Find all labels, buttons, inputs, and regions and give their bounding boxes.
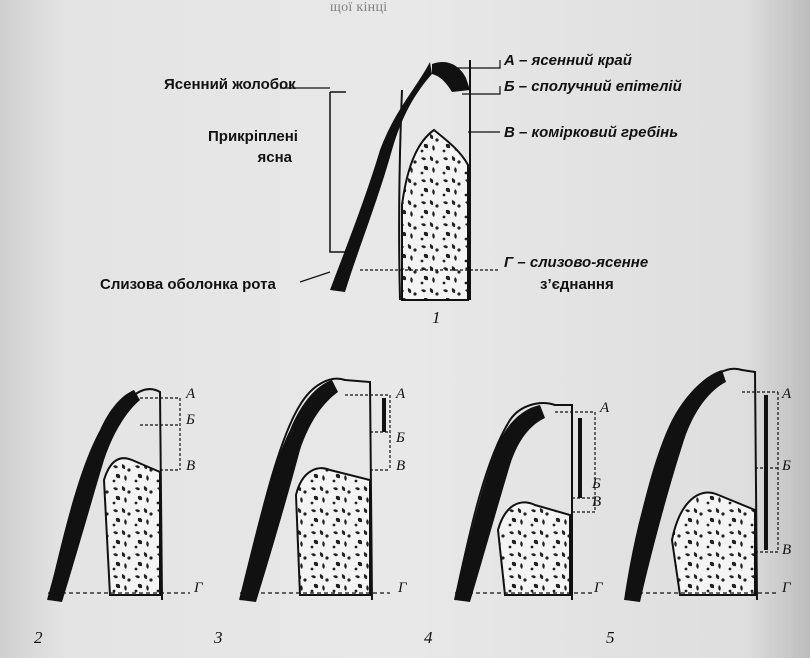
label-oral-mucosa: Слизова оболонка рота — [100, 276, 276, 293]
panel-2-mark-d: Г — [194, 580, 203, 596]
panel-4-mark-d: Г — [594, 580, 603, 596]
panel-3-mark-b: Б — [396, 430, 405, 446]
panel-3-mark-d: Г — [398, 580, 407, 596]
legend-a: А – ясенний край — [504, 52, 632, 69]
legend-d-line1: Г – слизово-ясенне — [504, 254, 649, 271]
panel-5 — [624, 367, 779, 602]
figure-number-3: 3 — [214, 628, 223, 647]
label-attached-gingiva-line2: ясна — [257, 149, 292, 166]
panel-3-mark-c: В — [396, 458, 406, 474]
panel-2-mark-c: В — [186, 458, 196, 474]
header-text: щої кінці — [330, 0, 388, 15]
panel-4 — [454, 402, 596, 602]
panel-4-mark-c: В — [592, 494, 602, 510]
panel-5-mark-c: В — [782, 542, 792, 558]
panel-3-mark-a: А — [396, 386, 406, 402]
panel-5-mark-b: Б — [782, 458, 791, 474]
legend-c: В – комірковий гребінь — [504, 124, 679, 141]
panel-3 — [239, 377, 391, 602]
panel-4-mark-b: Б — [592, 476, 601, 492]
diagram-1 — [280, 60, 501, 301]
background-text: щої кінці — [330, 0, 430, 18]
panel-2-mark-a: А — [186, 386, 196, 402]
label-attached-gingiva: Прикріплені ясна — [208, 126, 298, 168]
panel-2-mark-b: Б — [186, 412, 195, 428]
panel-4-mark-a: А — [600, 400, 610, 416]
panel-5-mark-d: Г — [782, 580, 791, 596]
figure-number-2: 2 — [34, 628, 43, 647]
legend-d-line2: з’єднання — [540, 276, 614, 293]
legend-b: Б – сполучний епітелій — [504, 78, 682, 95]
label-attached-gingiva-line1: Прикріплені — [208, 128, 298, 145]
figure-number-1: 1 — [432, 308, 441, 327]
figure-number-5: 5 — [606, 628, 615, 647]
panel-2 — [47, 388, 190, 602]
figure-number-4: 4 — [424, 628, 433, 647]
label-gingival-sulcus: Ясенний жолобок — [164, 76, 296, 93]
panel-5-mark-a: А — [782, 386, 792, 402]
